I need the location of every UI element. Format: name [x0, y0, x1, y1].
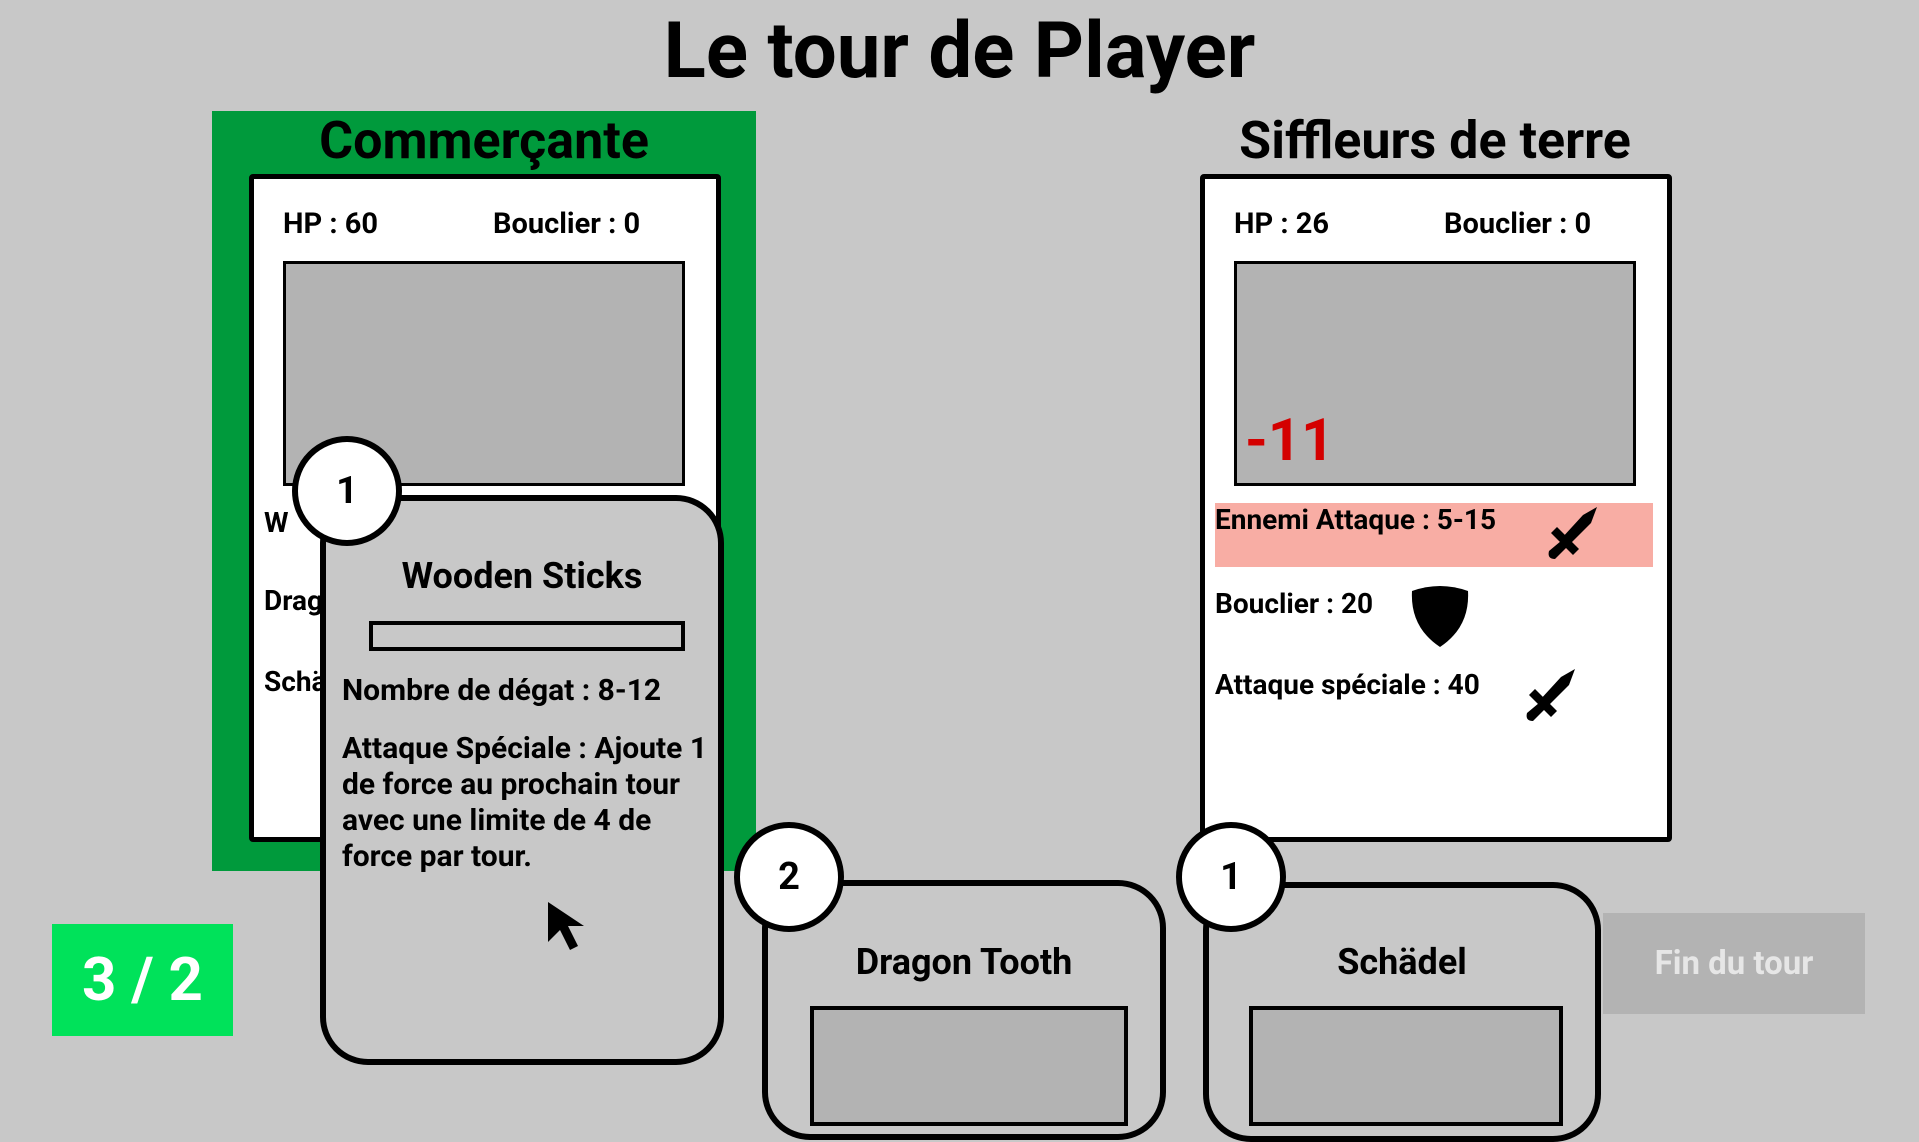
player-hp: HP : 60 [283, 207, 379, 241]
card-title: Schädel [1337, 941, 1467, 983]
player-portrait [283, 261, 685, 486]
card-damage: Nombre de dégat : 8-12 [342, 673, 662, 708]
end-turn-button[interactable]: Fin du tour [1603, 913, 1865, 1014]
intent-special-label: Attaque spéciale : 40 [1215, 668, 1480, 701]
turn-title: Le tour de Player [663, 6, 1256, 97]
player-action-2: Drag [264, 584, 323, 617]
shield-icon [1411, 586, 1469, 647]
player-shield: Bouclier : 0 [493, 207, 641, 241]
card-special: Attaque Spéciale : Ajoute 1 de force au … [342, 731, 708, 874]
card-art [369, 621, 685, 651]
enemy-card[interactable]: HP : 26 Bouclier : 0 -11 Ennemi Attaque … [1200, 174, 1672, 842]
intent-attack-label: Ennemi Attaque : 5-15 [1215, 503, 1497, 536]
player-action-1: W [264, 506, 289, 539]
enemy-name: Siffleurs de terre [1239, 110, 1631, 171]
hand-card-wooden-sticks[interactable]: Wooden Sticks Nombre de dégat : 8-12 Att… [320, 495, 724, 1065]
cursor-icon [548, 902, 584, 950]
enemy-hp: HP : 26 [1234, 207, 1330, 241]
intent-attack: Ennemi Attaque : 5-15 [1215, 503, 1653, 567]
card-title: Dragon Tooth [855, 941, 1073, 983]
sword-icon [1526, 669, 1575, 721]
energy-counter: 3 / 2 [52, 924, 233, 1036]
card-title: Wooden Sticks [401, 555, 643, 597]
card-art [810, 1006, 1128, 1126]
enemy-shield: Bouclier : 0 [1444, 207, 1592, 241]
card-cost-badge: 2 [734, 822, 844, 932]
player-name: Commerçante [319, 110, 649, 171]
intent-shield-label: Bouclier : 20 [1215, 587, 1374, 620]
card-cost-badge: 1 [292, 436, 402, 546]
player-action-3: Schä [264, 665, 327, 698]
sword-icon [1548, 507, 1597, 559]
damage-popup: -11 [1245, 407, 1335, 475]
card-art [1249, 1006, 1563, 1126]
enemy-portrait: -11 [1234, 261, 1636, 486]
card-cost-badge: 1 [1176, 822, 1286, 932]
